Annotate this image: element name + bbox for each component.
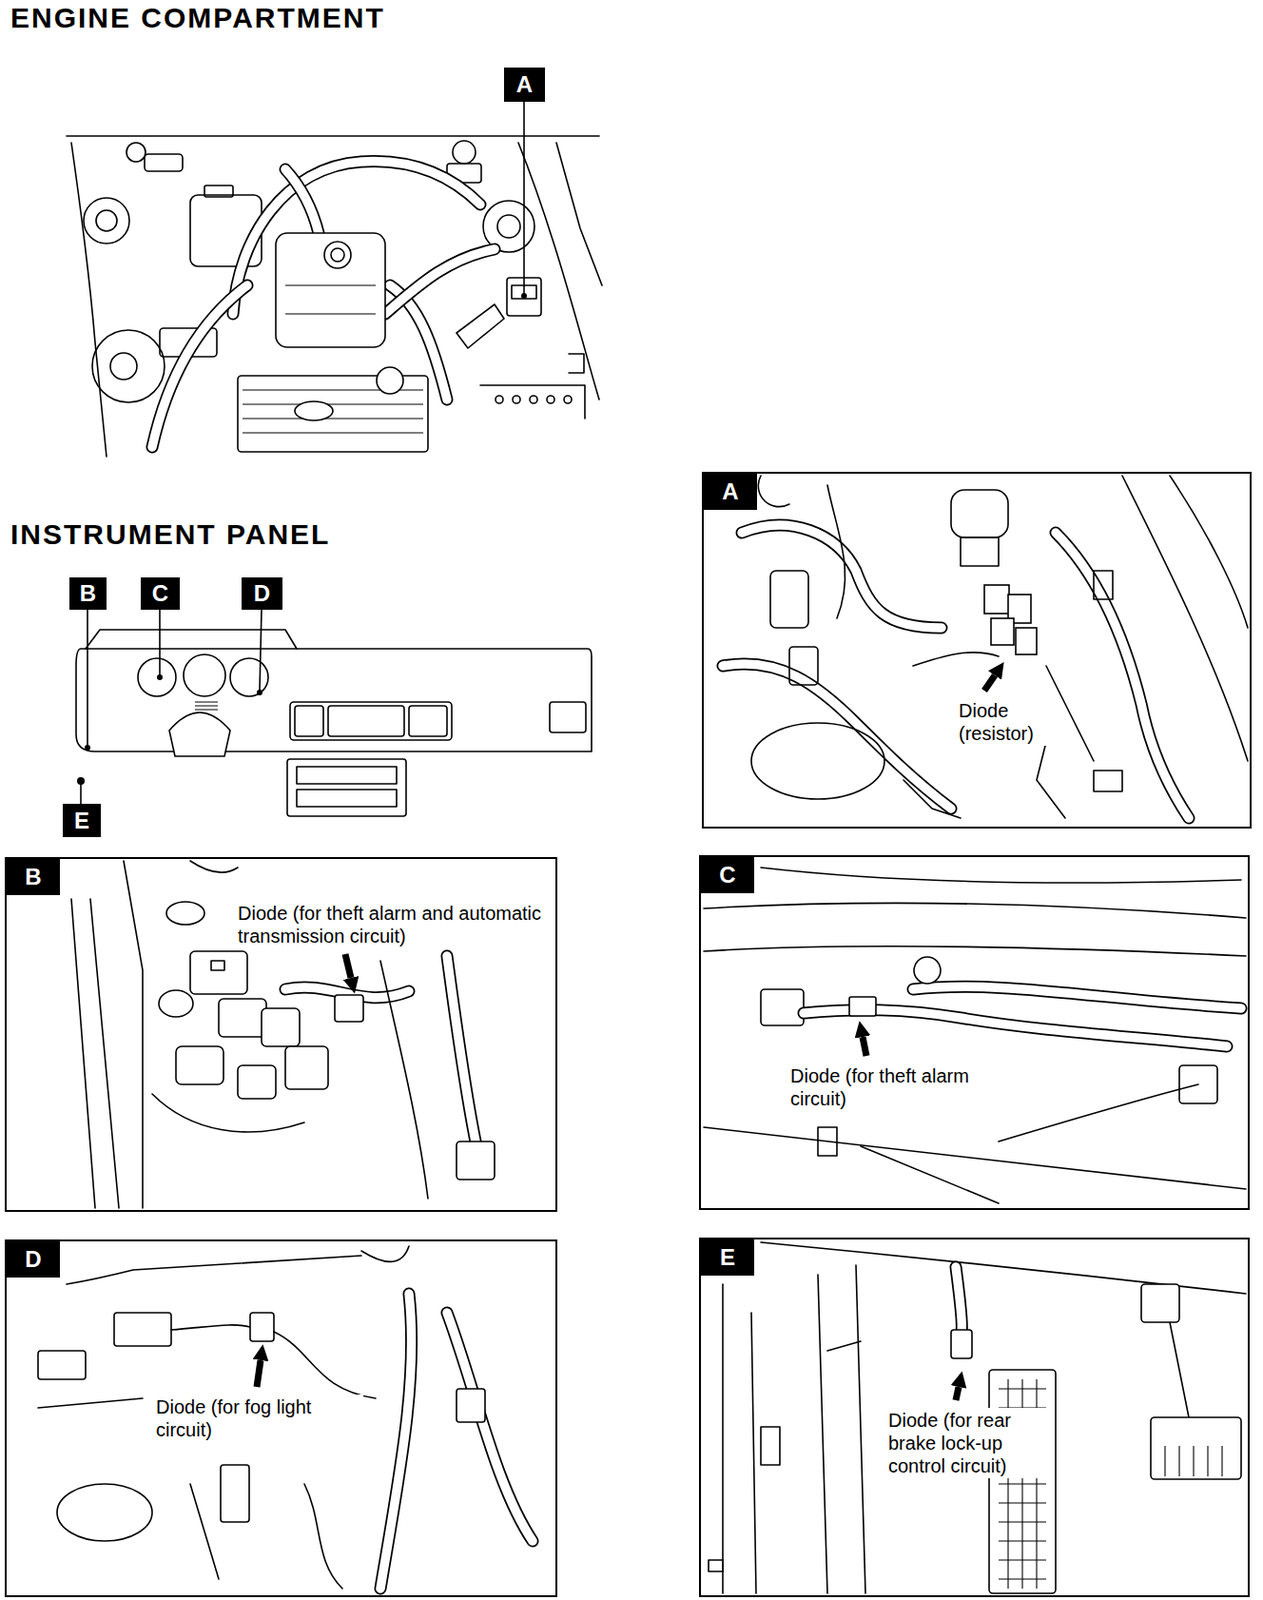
callout-letter-text: E [719,1245,736,1269]
detail-panel: Diode (for rear brake lock-up control ci… [699,1237,1250,1597]
engine-compartment-drawing [66,101,603,457]
callout-letter-text: C [718,863,736,887]
diode-label: Diode (resistor) [955,698,1057,746]
diode-label: Diode (for rear brake lock-up control ci… [885,1407,1049,1478]
callout-letter: B [69,577,107,610]
callout-letter-text: A [516,73,533,97]
callout-letter: B [6,858,60,895]
detail-panel: Diode (resistor) A [701,471,1252,829]
callout-letter: A [703,473,758,510]
callout-letter: C [700,856,755,894]
detail-panel: Diode (for fog light circuit) D [4,1239,558,1597]
callout-letter-text: A [721,480,739,504]
detail-a-drawing [722,475,1248,818]
callout-letter: E [62,803,101,837]
detail-panel: Diode (for theft alarm and automatic tra… [4,856,558,1212]
callout-letter-text: E [74,809,90,833]
section-heading: ENGINE COMPARTMENT [10,1,386,34]
detail-panel: Diode (for theft alarm circuit) C [699,854,1250,1210]
callout-letter: A [504,67,545,102]
detail-e-drawing [708,1242,1246,1594]
detail-c-drawing [703,867,1246,1204]
callout-letter-text: D [24,1247,41,1271]
instrument-panel-drawing [76,609,592,817]
callout-letter-text: D [253,582,271,605]
callout-letter: D [6,1241,60,1278]
diode-label: Diode (for theft alarm and automatic tra… [234,900,556,949]
callout-letter-text: B [79,582,97,605]
callout-letter-text: B [24,865,41,889]
diode-label: Diode (for theft alarm circuit) [787,1063,989,1111]
diode-label: Diode (for fog light circuit) [153,1394,364,1442]
callout-letter: D [241,577,283,610]
callout-letter-text: C [152,582,169,605]
callout-letter: C [140,577,180,610]
detail-d-drawing [38,1245,533,1589]
callout-letter: E [700,1239,755,1276]
section-heading: INSTRUMENT PANEL [10,518,331,550]
